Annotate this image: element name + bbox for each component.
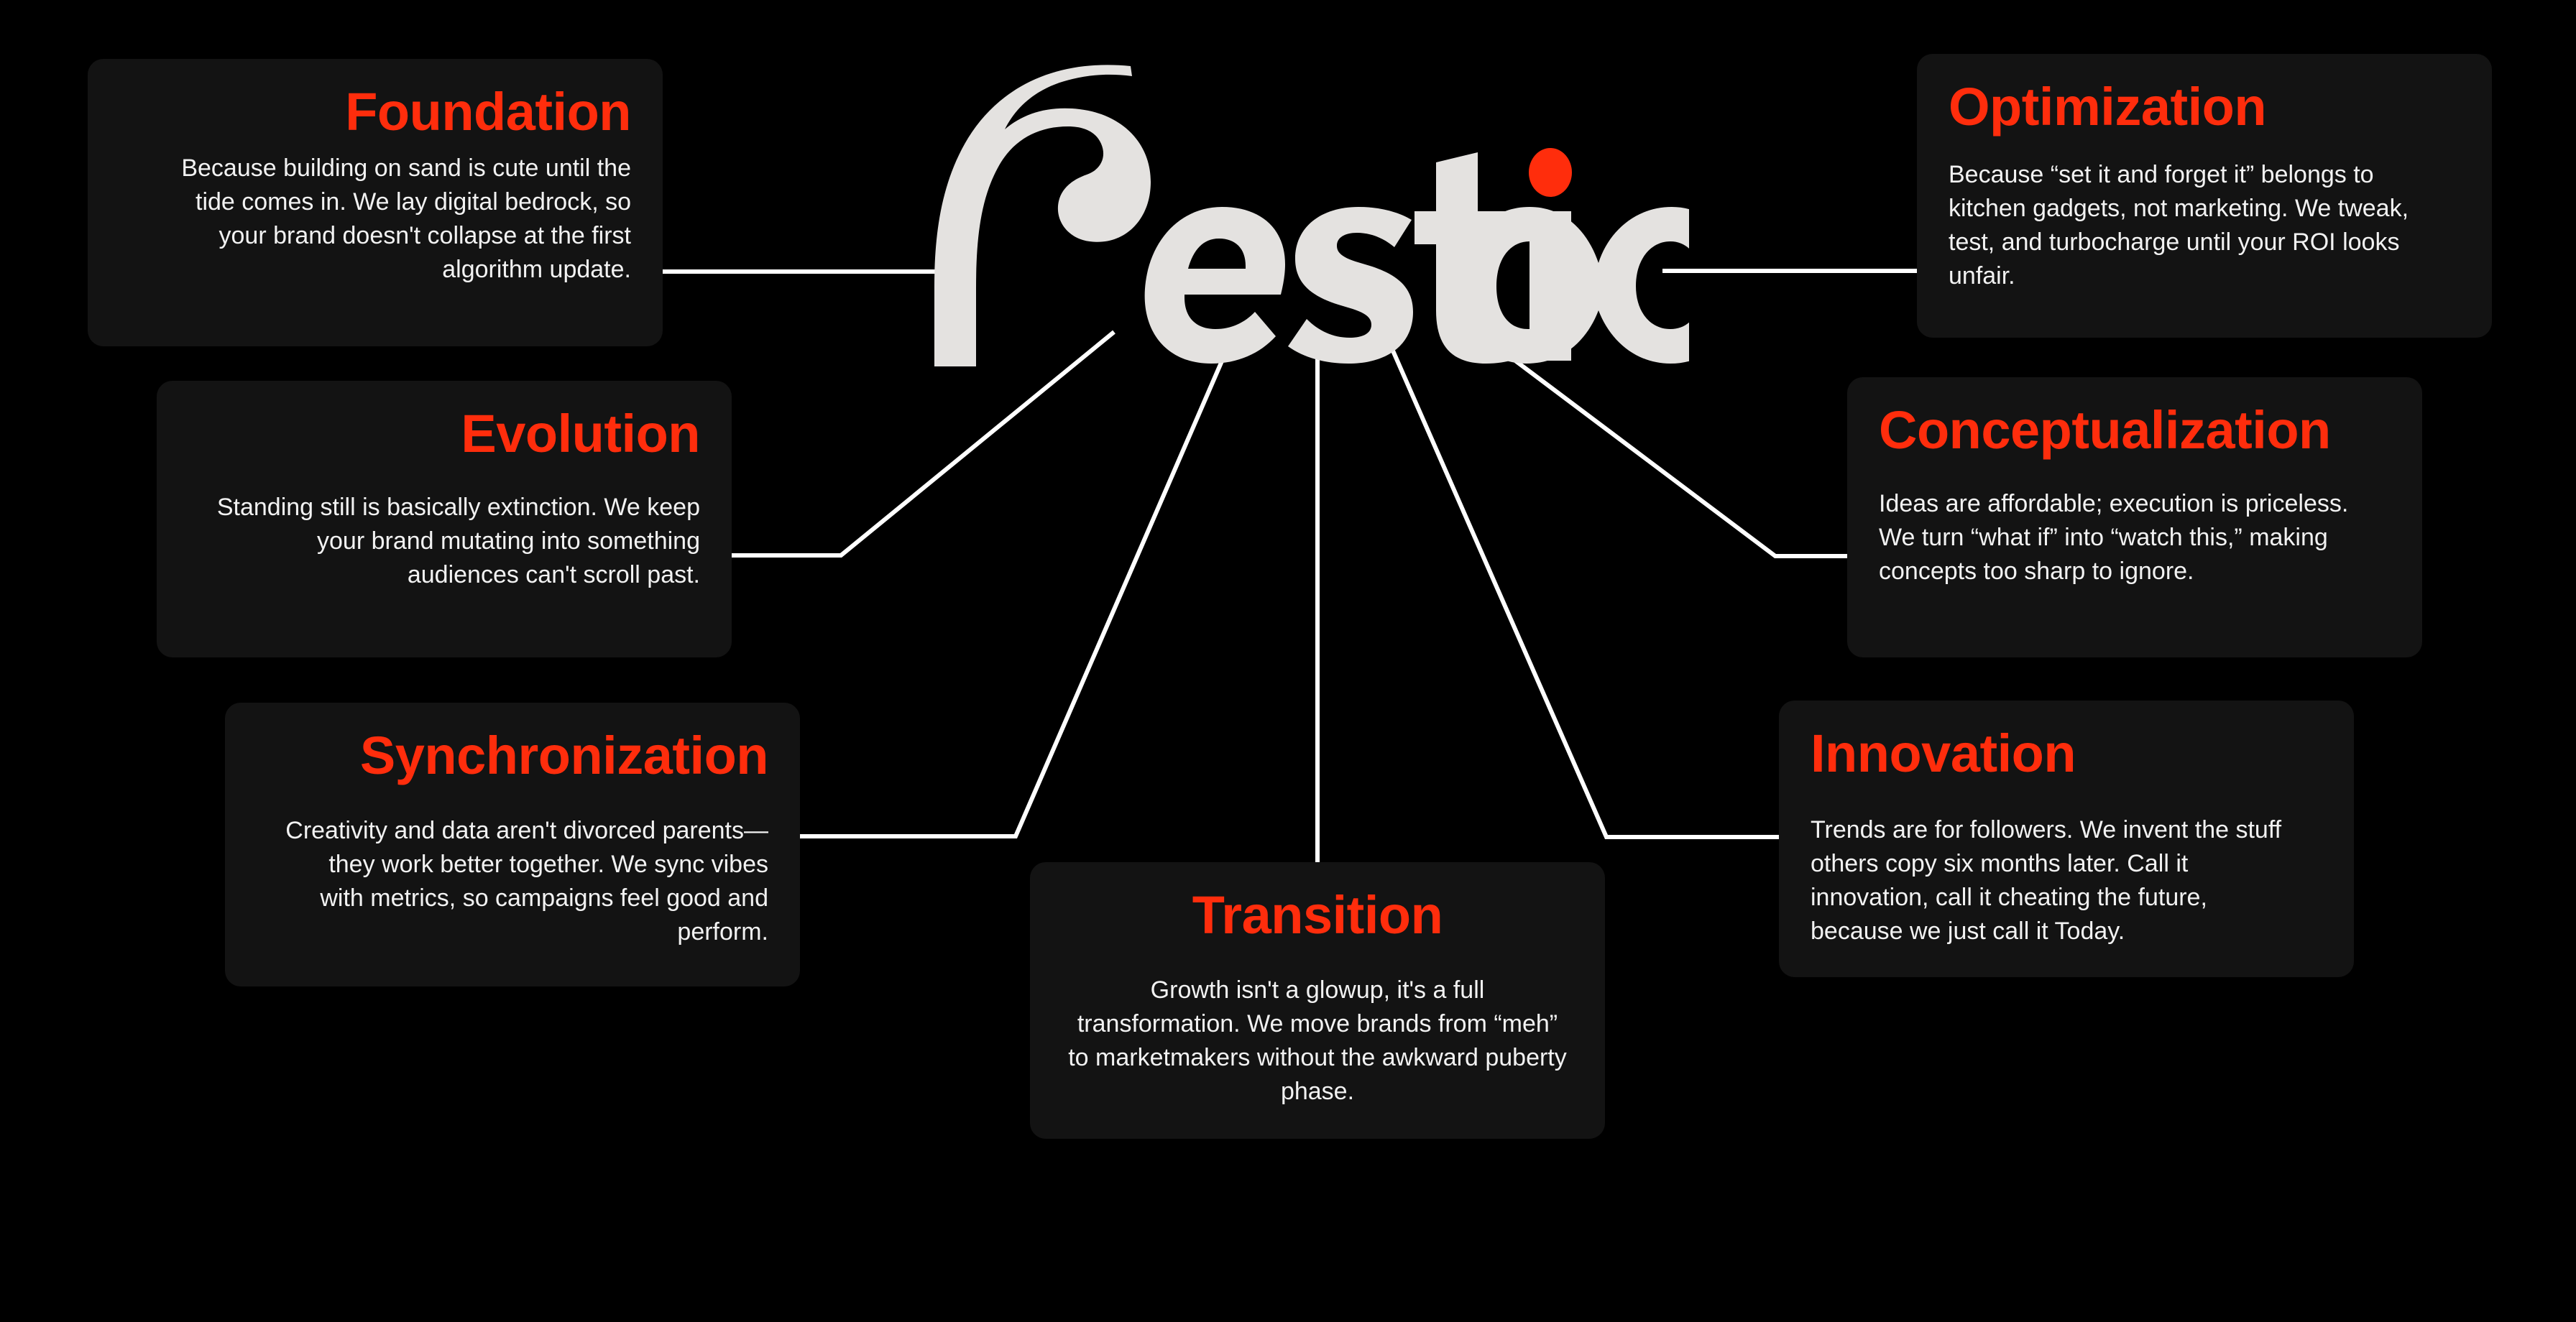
card-foundation[interactable]: Foundation Because building on sand is c… (88, 59, 663, 346)
card-evolution[interactable]: Evolution Standing still is basically ex… (157, 381, 732, 657)
card-synchronization[interactable]: Synchronization Creativity and data aren… (225, 703, 800, 986)
card-optimization[interactable]: Optimization Because “set it and forget … (1917, 54, 2492, 338)
card-title-evolution: Evolution (461, 404, 700, 463)
card-body-foundation: Because building on sand is cute until t… (181, 154, 631, 284)
card-title-transition: Transition (1192, 885, 1443, 945)
connector-innovation (1385, 336, 1779, 839)
card-conceptualization[interactable]: Conceptualization Ideas are affordable; … (1847, 377, 2422, 657)
card-title-foundation: Foundation (345, 82, 631, 142)
card-body-conceptualization: Ideas are affordable; execution is price… (1879, 490, 2349, 586)
card-title-innovation: Innovation (1811, 724, 2076, 783)
connector-synchronization (800, 335, 1235, 838)
card-body-optimization: Because “set it and forget it” belongs t… (1949, 161, 2409, 290)
card-title-conceptualization: Conceptualization (1879, 400, 2331, 460)
card-body-innovation: Trends are for followers. We invent the … (1811, 816, 2282, 946)
card-body-transition: Growth isn't a glowup, it's a full trans… (1068, 976, 1567, 1106)
logo-dot-icon (1529, 148, 1572, 197)
card-title-optimization: Optimization (1949, 77, 2267, 137)
festico-letterforms (934, 65, 1689, 367)
card-body-synchronization: Creativity and data aren't divorced pare… (285, 817, 768, 946)
card-transition[interactable]: Transition Growth isn't a glowup, it's a… (1030, 862, 1605, 1139)
card-title-synchronization: Synchronization (359, 726, 769, 785)
festico-logo (934, 65, 1689, 367)
card-innovation[interactable]: Innovation Trends are for followers. We … (1779, 701, 2354, 977)
card-body-evolution: Standing still is basically extinction. … (216, 494, 700, 589)
